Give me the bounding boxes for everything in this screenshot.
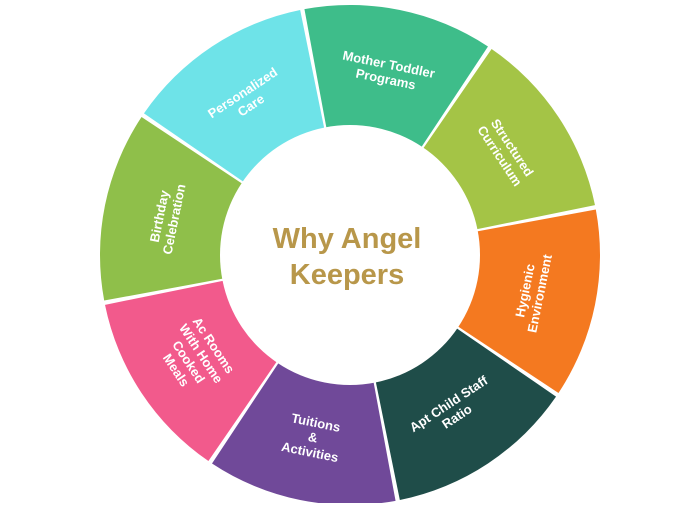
segment-structured-curriculum <box>422 48 595 230</box>
segment-ac-rooms-meals <box>105 280 278 462</box>
segment-mother-toddler <box>304 4 488 149</box>
segment-apt-child-staff-ratio <box>375 327 557 500</box>
segment-personalized-care <box>143 10 325 183</box>
center-title-line-1: Why Angel <box>273 223 422 255</box>
center-title-line-2: Keepers <box>290 259 404 291</box>
segment-label-line: & <box>307 429 319 446</box>
segment-hygienic-environment <box>456 209 600 393</box>
center-hub <box>220 125 480 385</box>
wheel-segments: Mother ToddlerProgramsStructuredCurricul… <box>100 4 600 505</box>
segment-tuitions-activities <box>212 361 396 505</box>
segment-birthday-celebration <box>100 117 244 301</box>
